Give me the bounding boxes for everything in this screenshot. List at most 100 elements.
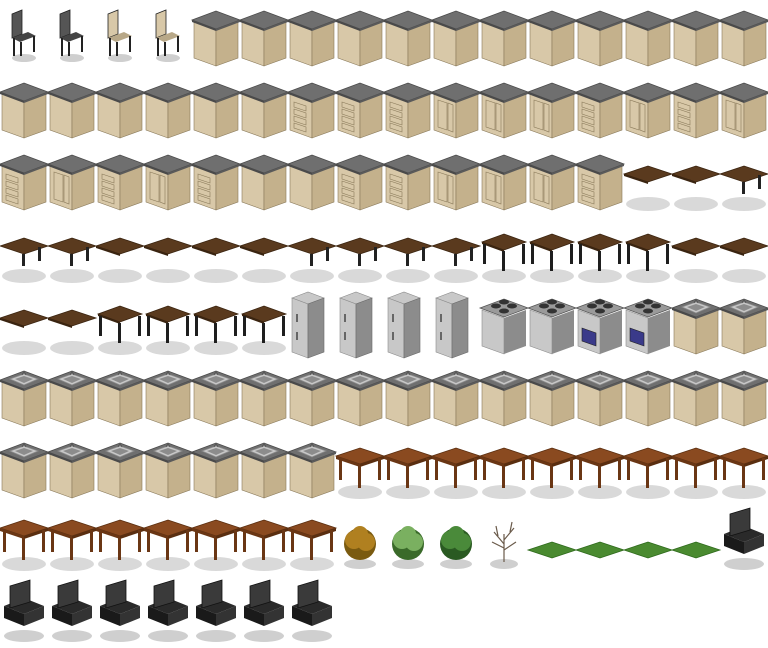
sprite-desk-top[interactable] (94, 216, 146, 288)
sprite-counter[interactable] (478, 0, 530, 72)
sprite-counter[interactable] (190, 0, 242, 72)
sprite-sink-counter[interactable] (718, 360, 768, 432)
sprite-desk-top[interactable] (238, 216, 290, 288)
sprite-sink-counter[interactable] (142, 432, 194, 504)
sprite-counter[interactable] (286, 0, 338, 72)
sprite-desk[interactable] (576, 216, 624, 288)
sprite-armchair[interactable] (192, 576, 240, 648)
sprite-sink-counter[interactable] (574, 360, 626, 432)
sprite-table[interactable] (286, 504, 338, 576)
sprite-counter-doors[interactable] (430, 72, 482, 144)
sprite-sink-counter[interactable] (0, 360, 50, 432)
sprite-chair[interactable] (0, 0, 48, 72)
sprite-desk[interactable] (192, 288, 240, 360)
sprite-armchair[interactable] (144, 576, 192, 648)
sprite-counter[interactable] (238, 72, 290, 144)
sprite-counter-drawers[interactable] (334, 144, 386, 216)
sprite-table[interactable] (142, 504, 194, 576)
sprite-sink-counter[interactable] (190, 360, 242, 432)
sprite-desk-top[interactable] (142, 216, 194, 288)
sprite-stove-oven[interactable] (622, 288, 674, 360)
sprite-desk-top[interactable] (190, 216, 242, 288)
sprite-table[interactable] (478, 432, 530, 504)
sprite-desk-corner[interactable] (0, 216, 50, 288)
sprite-table[interactable] (238, 504, 290, 576)
sprite-counter-doors[interactable] (526, 144, 578, 216)
sprite-sink-counter[interactable] (142, 360, 194, 432)
sprite-counter[interactable] (574, 0, 626, 72)
sprite-desk-corner[interactable] (718, 144, 768, 216)
sprite-table[interactable] (574, 432, 626, 504)
sprite-desk-top[interactable] (46, 288, 98, 360)
sprite-table[interactable] (382, 432, 434, 504)
sprite-counter[interactable] (190, 72, 242, 144)
sprite-armchair[interactable] (288, 576, 336, 648)
sprite-grass[interactable] (526, 504, 578, 576)
sprite-desk[interactable] (624, 216, 672, 288)
sprite-chair[interactable] (48, 0, 96, 72)
sprite-counter-doors[interactable] (622, 72, 674, 144)
sprite-grass[interactable] (622, 504, 674, 576)
sprite-stove[interactable] (526, 288, 578, 360)
sprite-sink-counter[interactable] (382, 360, 434, 432)
sprite-desk[interactable] (240, 288, 288, 360)
sprite-counter-doors[interactable] (430, 144, 482, 216)
sprite-desk[interactable] (144, 288, 192, 360)
sprite-table[interactable] (190, 504, 242, 576)
sprite-stove-oven[interactable] (574, 288, 626, 360)
sprite-table[interactable] (430, 432, 482, 504)
sprite-shrub-dark[interactable] (432, 504, 480, 576)
sprite-counter[interactable] (430, 0, 482, 72)
sprite-sink-counter[interactable] (718, 288, 768, 360)
sprite-desk-corner[interactable] (430, 216, 482, 288)
sprite-sink-counter[interactable] (238, 360, 290, 432)
sprite-sink-counter[interactable] (670, 360, 722, 432)
sprite-sink-counter[interactable] (286, 360, 338, 432)
sprite-counter-doors[interactable] (526, 72, 578, 144)
sprite-desk-corner[interactable] (334, 216, 386, 288)
sprite-sink-counter[interactable] (334, 360, 386, 432)
sprite-counter-doors[interactable] (478, 144, 530, 216)
sprite-desk-corner[interactable] (286, 216, 338, 288)
sprite-counter-drawers[interactable] (190, 144, 242, 216)
sprite-sink-counter[interactable] (190, 432, 242, 504)
sprite-sink-counter[interactable] (46, 432, 98, 504)
sprite-desk-top[interactable] (0, 288, 50, 360)
sprite-grass[interactable] (670, 504, 722, 576)
sprite-sink-counter[interactable] (94, 360, 146, 432)
sprite-sink-counter[interactable] (46, 360, 98, 432)
sprite-counter[interactable] (622, 0, 674, 72)
sprite-armchair[interactable] (720, 504, 768, 576)
sprite-counter-drawers[interactable] (574, 72, 626, 144)
sprite-table[interactable] (46, 504, 98, 576)
sprite-sink-counter[interactable] (478, 360, 530, 432)
sprite-counter[interactable] (238, 0, 290, 72)
sprite-desk-top[interactable] (718, 216, 768, 288)
sprite-counter[interactable] (526, 0, 578, 72)
sprite-grass[interactable] (574, 504, 626, 576)
sprite-table[interactable] (334, 432, 386, 504)
sprite-counter-drawers[interactable] (0, 144, 50, 216)
sprite-sink-counter[interactable] (670, 288, 722, 360)
sprite-counter[interactable] (46, 72, 98, 144)
sprite-fridge[interactable] (432, 288, 480, 360)
sprite-counter-doors[interactable] (142, 144, 194, 216)
sprite-fridge[interactable] (384, 288, 432, 360)
sprite-counter-drawers[interactable] (286, 72, 338, 144)
sprite-counter[interactable] (334, 0, 386, 72)
sprite-counter[interactable] (142, 72, 194, 144)
sprite-sink-counter[interactable] (622, 360, 674, 432)
sprite-armchair[interactable] (0, 576, 48, 648)
sprite-table[interactable] (0, 504, 50, 576)
sprite-table[interactable] (94, 504, 146, 576)
sprite-armchair[interactable] (96, 576, 144, 648)
sprite-counter[interactable] (718, 0, 768, 72)
sprite-armchair[interactable] (48, 576, 96, 648)
sprite-sink-counter[interactable] (238, 432, 290, 504)
sprite-desk-corner[interactable] (382, 216, 434, 288)
sprite-shrub-autumn[interactable] (336, 504, 384, 576)
sprite-table[interactable] (718, 432, 768, 504)
sprite-counter[interactable] (238, 144, 290, 216)
sprite-counter[interactable] (670, 0, 722, 72)
sprite-desk-top[interactable] (670, 144, 722, 216)
